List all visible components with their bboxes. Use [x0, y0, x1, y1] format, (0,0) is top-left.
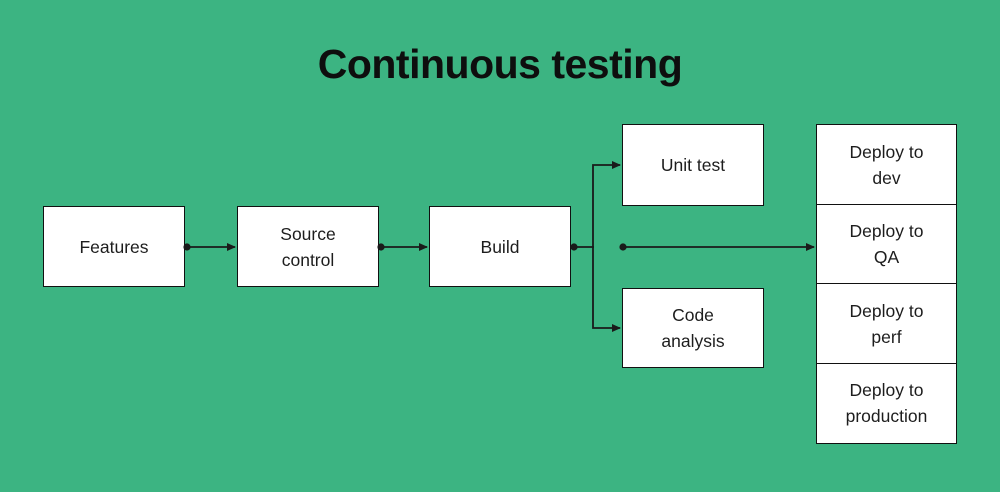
node-label: Unit test [660, 155, 726, 175]
node-build: Build [429, 206, 571, 287]
node-label: Deploy to [849, 300, 924, 321]
node-deploy-production: Deploy to production [816, 362, 957, 444]
node-code-analysis: Code analysis [622, 288, 764, 368]
connector-build-to-unit-test [592, 161, 621, 248]
node-unit-test: Unit test [622, 124, 764, 206]
node-label: Code [672, 305, 714, 325]
node-deploy-qa: Deploy to QA [816, 203, 957, 285]
node-label: dev [872, 167, 901, 188]
node-label: Deploy to [849, 141, 924, 162]
node-features: Features [43, 206, 185, 287]
node-label: production [845, 406, 928, 426]
node-label: Build [480, 236, 520, 257]
connector-build-to-code-analysis [592, 246, 621, 332]
node-label: QA [873, 247, 900, 267]
node-label: Source [280, 223, 336, 244]
deploy-stage-column: Deploy to dev Deploy to QA Deploy to per… [816, 124, 957, 444]
node-label: Deploy to [849, 221, 924, 241]
page-title: Continuous testing [317, 41, 683, 87]
node-label: Features [79, 236, 149, 257]
node-deploy-dev: Deploy to dev [816, 124, 957, 205]
node-label: control [281, 249, 335, 270]
node-deploy-perf: Deploy to perf [816, 283, 957, 364]
node-label: Deploy to [849, 380, 924, 400]
node-label: analysis [661, 331, 725, 351]
node-source-control: Source control [237, 206, 379, 287]
node-label: perf [871, 326, 902, 347]
